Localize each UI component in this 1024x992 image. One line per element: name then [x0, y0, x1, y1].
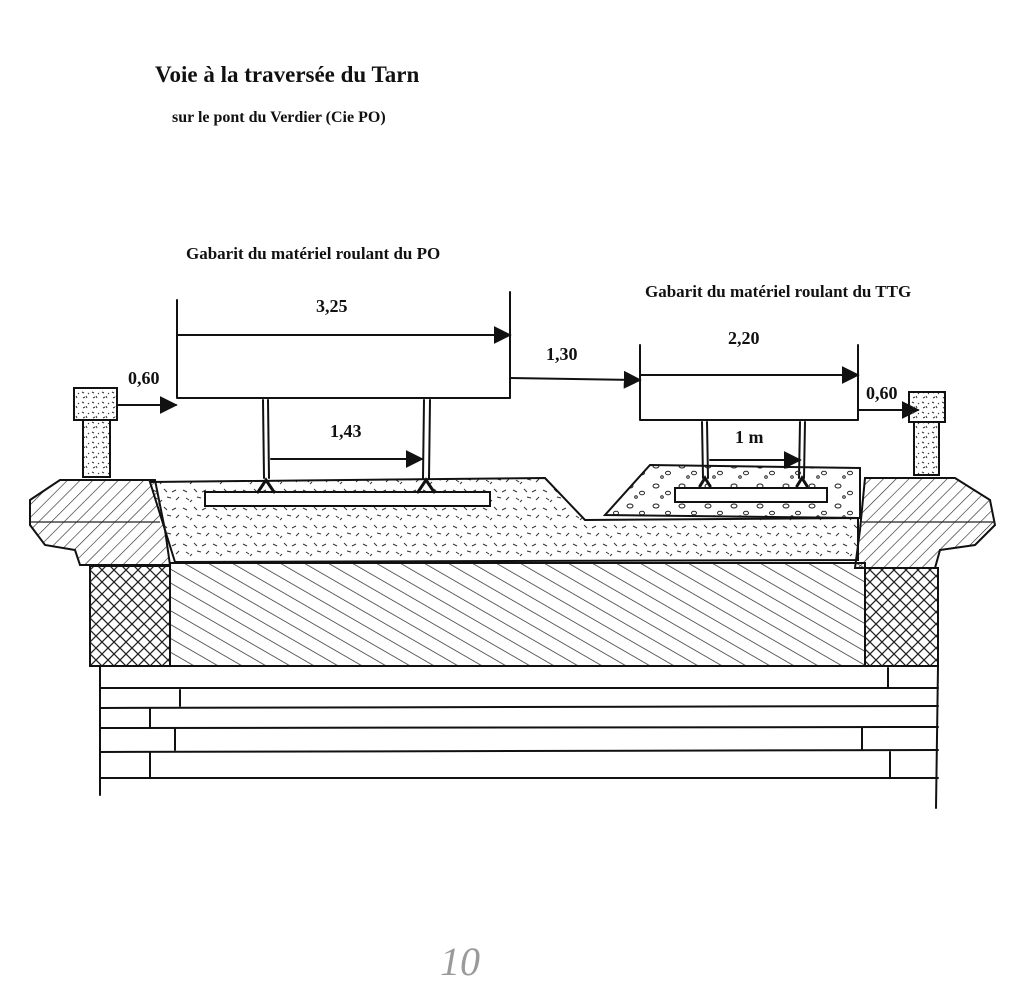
left-clearance-dimension: 0,60 — [128, 368, 160, 388]
ttg-gauge-dimension: 1 m — [735, 427, 764, 447]
ttg-sleeper — [674, 487, 828, 503]
ttg-width-dimension: 2,20 — [728, 328, 760, 348]
left-abutment-block — [89, 565, 171, 667]
bridge-deck-slab — [169, 562, 866, 667]
ttg-left-rail — [698, 475, 712, 488]
po-width-dimension: 3,25 — [316, 296, 348, 316]
po-gauge-dimension: 1,43 — [330, 421, 362, 441]
masonry-courses — [99, 665, 939, 809]
between-gauges-dimension: 1,30 — [546, 344, 578, 364]
between-gauges-arrow — [509, 370, 642, 389]
left-parapet-post — [73, 387, 118, 478]
gabarit-ttg-label: Gabarit du matériel roulant du TTG — [645, 282, 911, 301]
right-parapet-post — [908, 391, 946, 476]
ttg-right-rail — [795, 475, 809, 488]
ttg-loading-gauge — [639, 344, 860, 479]
po-left-rail — [256, 477, 276, 494]
po-right-rail — [416, 477, 436, 494]
right-cornice — [853, 477, 997, 569]
po-sleeper — [204, 491, 491, 507]
page-number: 10 — [440, 939, 480, 984]
right-clearance-dimension: 0,60 — [866, 383, 898, 403]
right-abutment-block — [864, 567, 939, 667]
diagram-title: Voie à la traversée du Tarn — [155, 62, 419, 87]
left-cornice — [29, 479, 172, 566]
po-loading-gauge — [176, 291, 512, 479]
gabarit-po-label: Gabarit du matériel roulant du PO — [186, 244, 440, 263]
diagram-subtitle: sur le pont du Verdier (Cie PO) — [172, 109, 386, 126]
